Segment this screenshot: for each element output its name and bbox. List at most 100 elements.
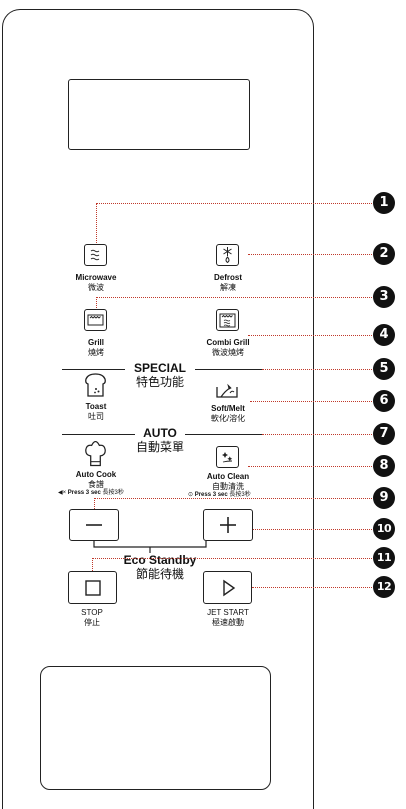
play-triangle-icon bbox=[222, 579, 235, 596]
auto-clean-press-text-zh: 長按3秒 bbox=[229, 492, 251, 498]
auto-section-title: AUTO bbox=[135, 427, 185, 440]
auto-cook-label-zh: 食譜 bbox=[88, 480, 104, 489]
toast-button[interactable] bbox=[84, 373, 107, 397]
callout-1: 1 bbox=[373, 192, 395, 214]
jet-start-label: JET START 極速啟動 bbox=[183, 608, 273, 628]
auto-clean-label-zh: 自動清洗 bbox=[212, 482, 244, 491]
eco-standby-bracket bbox=[93, 541, 207, 553]
jet-start-label-zh: 極速啟動 bbox=[212, 618, 244, 627]
microwave-button[interactable] bbox=[84, 244, 107, 266]
combi-grill-icon bbox=[219, 313, 236, 327]
stop-label: STOP 停止 bbox=[47, 608, 137, 628]
speaker-mute-icon: ◀× bbox=[58, 490, 67, 496]
combi-grill-button[interactable] bbox=[216, 309, 239, 331]
auto-cook-press-text-zh: 長按3秒 bbox=[102, 490, 124, 496]
soft-melt-label-zh: 軟化/溶化 bbox=[210, 414, 246, 423]
callout-3: 3 bbox=[373, 286, 395, 308]
leader-line-11 bbox=[92, 558, 372, 559]
callout-9: 9 bbox=[373, 487, 395, 509]
plus-icon bbox=[220, 517, 236, 533]
toast-label: Toast 吐司 bbox=[51, 402, 141, 422]
grill-button[interactable] bbox=[84, 309, 107, 331]
toast-bread-icon bbox=[85, 373, 106, 397]
leader-line-9-vertical bbox=[94, 498, 95, 509]
auto-cook-label-en: Auto Cook bbox=[75, 470, 117, 479]
leader-line-3-vertical bbox=[96, 297, 97, 308]
top-display-window bbox=[68, 79, 250, 150]
auto-cook-label: Auto Cook 食譜 bbox=[51, 470, 141, 490]
grill-label-en: Grill bbox=[87, 338, 104, 347]
leader-line-5 bbox=[262, 369, 372, 370]
defrost-label-zh: 解凍 bbox=[220, 283, 236, 292]
auto-clean-label: Auto Clean 自動清洗 bbox=[183, 472, 273, 492]
combi-grill-label-en: Combi Grill bbox=[206, 338, 250, 347]
soft-melt-label: Soft/Melt 軟化/溶化 bbox=[183, 404, 273, 424]
combi-grill-label: Combi Grill 微波燒烤 bbox=[183, 338, 273, 358]
microwave-label-zh: 微波 bbox=[88, 283, 104, 292]
leader-line-6 bbox=[250, 401, 372, 402]
special-section-title: SPECIAL bbox=[125, 362, 195, 375]
callout-4: 4 bbox=[373, 324, 395, 346]
eco-standby-subtitle: 節能待機 bbox=[135, 567, 184, 581]
auto-cook-press-text: Press 3 sec bbox=[67, 490, 101, 496]
callout-8: 8 bbox=[373, 455, 395, 477]
stop-label-zh: 停止 bbox=[84, 618, 100, 627]
auto-clean-press-text: Press 3 sec bbox=[194, 492, 228, 498]
microwave-waves-icon bbox=[90, 249, 100, 261]
callout-7: 7 bbox=[373, 423, 395, 445]
sparkle-clean-icon bbox=[222, 451, 233, 462]
auto-cook-press-note: ◀× Press 3 sec 長按3秒 bbox=[58, 489, 124, 497]
microwave-label-en: Microwave bbox=[75, 273, 117, 282]
eco-standby-title: Eco Standby bbox=[123, 553, 197, 567]
auto-clean-press-note: ⊙ Press 3 sec 長按3秒 bbox=[188, 491, 251, 499]
callout-12: 12 bbox=[373, 576, 395, 598]
snowflake-drop-icon bbox=[223, 247, 232, 264]
minus-button[interactable] bbox=[69, 509, 119, 541]
chef-hat-icon bbox=[85, 441, 106, 467]
grill-element-icon bbox=[87, 314, 104, 326]
auto-clean-label-en: Auto Clean bbox=[206, 472, 250, 481]
soft-melt-pot-icon bbox=[216, 383, 238, 398]
combi-grill-label-zh: 微波燒烤 bbox=[212, 348, 244, 357]
plus-button[interactable] bbox=[203, 509, 253, 541]
soft-melt-label-en: Soft/Melt bbox=[211, 404, 245, 413]
callout-2: 2 bbox=[373, 243, 395, 265]
leader-line-12 bbox=[252, 587, 372, 588]
toast-label-zh: 吐司 bbox=[88, 412, 104, 421]
microwave-label: Microwave 微波 bbox=[51, 273, 141, 293]
minus-icon bbox=[86, 524, 102, 526]
control-panel-outline bbox=[2, 9, 314, 809]
leader-line-7 bbox=[262, 434, 372, 435]
leader-line-1-vertical bbox=[96, 203, 97, 243]
jet-start-button[interactable] bbox=[203, 571, 252, 604]
leader-line-2 bbox=[248, 254, 372, 255]
leader-line-9 bbox=[94, 498, 372, 499]
callout-11: 11 bbox=[373, 547, 395, 569]
leader-line-10 bbox=[253, 529, 372, 530]
grill-label: Grill 燒烤 bbox=[51, 338, 141, 358]
jet-start-label-en: JET START bbox=[207, 608, 249, 617]
clock-icon: ⊙ bbox=[188, 492, 194, 498]
stop-label-en: STOP bbox=[81, 608, 103, 617]
defrost-button[interactable] bbox=[216, 244, 239, 266]
toast-label-en: Toast bbox=[85, 402, 107, 411]
stop-square-icon bbox=[84, 579, 101, 596]
defrost-label: Defrost 解凍 bbox=[183, 273, 273, 293]
soft-melt-button[interactable] bbox=[214, 379, 240, 401]
defrost-label-en: Defrost bbox=[213, 273, 242, 282]
callout-6: 6 bbox=[373, 390, 395, 412]
leader-line-1 bbox=[96, 203, 372, 204]
leader-line-11-vertical bbox=[92, 558, 93, 571]
auto-cook-button[interactable] bbox=[84, 441, 107, 467]
callout-5: 5 bbox=[373, 358, 395, 380]
callout-10: 10 bbox=[373, 518, 395, 540]
auto-section-subtitle: 自動菜單 bbox=[135, 440, 184, 454]
auto-clean-button[interactable] bbox=[216, 446, 239, 468]
grill-label-zh: 燒烤 bbox=[88, 348, 104, 357]
bottom-display-window bbox=[40, 666, 271, 790]
stop-button[interactable] bbox=[68, 571, 117, 604]
leader-line-8 bbox=[248, 466, 372, 467]
leader-line-3 bbox=[96, 297, 372, 298]
leader-line-4 bbox=[248, 335, 372, 336]
special-section-subtitle: 特色功能 bbox=[135, 375, 184, 389]
